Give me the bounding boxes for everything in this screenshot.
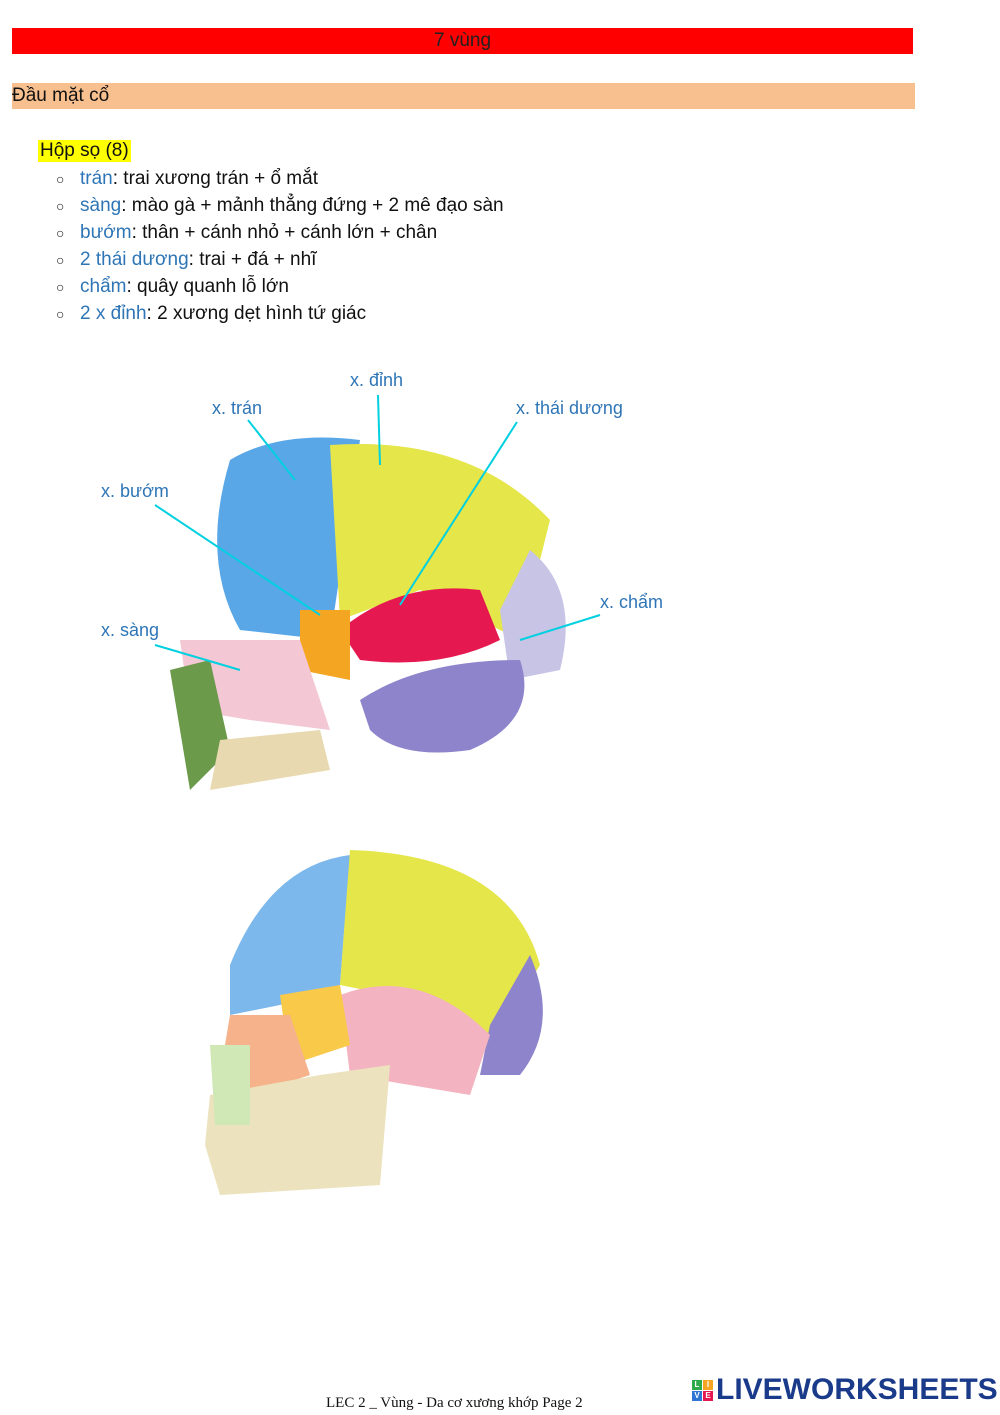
logo-letter: L [692, 1379, 702, 1390]
title-bar: 7 vùng [12, 28, 913, 54]
label-thai-duong: x. thái dương [516, 398, 623, 418]
term: bướm [80, 222, 132, 243]
list-item: ○2 thái dương: trai + đá + nhĩ [56, 249, 317, 270]
term: trán [80, 168, 113, 189]
label-tran: x. trán [212, 398, 263, 418]
logo-text: LIVEWORKSHEETS [716, 1373, 998, 1406]
list-item: ○sàng: mào gà + mảnh thẳng đứng + 2 mê đ… [56, 195, 504, 216]
logo-letter: I [703, 1379, 713, 1390]
desc: : trai + đá + nhĩ [188, 249, 317, 270]
skull-interior-illustration [154, 394, 601, 790]
list-item: ○chẩm: quây quanh lỗ lớn [56, 276, 289, 297]
bone-list: ○trán: trai xương trán + ổ mắt ○sàng: mà… [56, 165, 504, 327]
term: 2 thái dương [80, 249, 189, 270]
term: 2 x đỉnh [80, 303, 147, 324]
desc: : trai xương trán + ổ mắt [112, 168, 318, 189]
page-footer: LEC 2 _ Vùng - Da cơ xương khớp Page 2 [326, 1395, 583, 1411]
heading-highlight: Hộp sọ (8) [38, 140, 131, 162]
list-item: ○2 x đỉnh: 2 xương dẹt hình tứ giác [56, 303, 367, 324]
logo-letter: V [692, 1390, 702, 1401]
desc: : quây quanh lỗ lớn [126, 276, 289, 297]
list-item: ○trán: trai xương trán + ổ mắt [56, 168, 318, 189]
label-buom: x. bướm [101, 481, 169, 501]
skull-lateral-illustration [205, 850, 543, 1195]
section-bar: Đầu mặt cổ [12, 83, 915, 109]
label-sang: x. sàng [101, 620, 160, 640]
logo-letter: E [703, 1390, 713, 1401]
term: sàng [80, 195, 122, 216]
label-dinh: x. đỉnh [350, 370, 404, 390]
desc: : mào gà + mảnh thẳng đứng + 2 mê đạo sà… [121, 195, 504, 216]
desc: : 2 xương dẹt hình tứ giác [146, 303, 367, 324]
desc: : thân + cánh nhỏ + cánh lớn + chân [131, 222, 438, 243]
term: chẩm [80, 276, 127, 297]
label-cham: x. chẩm [600, 592, 664, 612]
list-item: ○bướm: thân + cánh nhỏ + cánh lớn + chân [56, 222, 438, 243]
